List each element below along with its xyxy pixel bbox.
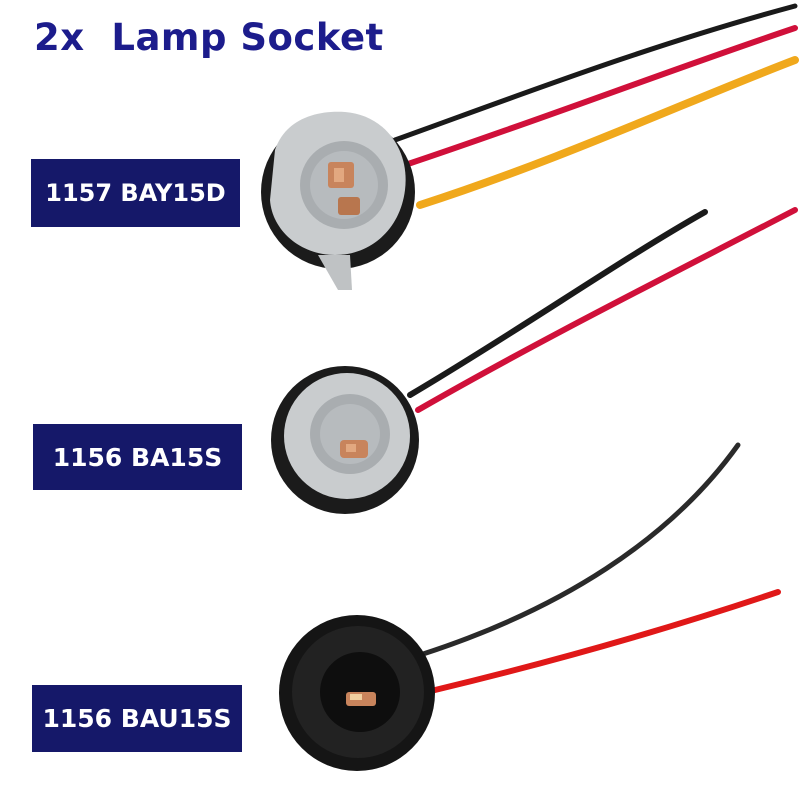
label-1156-ba15s: 1156 BA15S: [33, 424, 242, 490]
socket-3-wires: [417, 442, 781, 693]
wire-yellow: [416, 56, 799, 209]
wire-red: [415, 207, 798, 413]
label-1157-bay15d: 1157 BAY15D: [31, 159, 240, 227]
socket-1156-bau15s: [279, 442, 781, 771]
wire-black: [407, 209, 708, 398]
wire-red: [402, 25, 798, 168]
socket-2-wires: [407, 207, 798, 413]
wire-red: [432, 589, 781, 693]
label-1156-bau15s: 1156 BAU15S: [32, 685, 242, 752]
wire-black: [392, 3, 798, 143]
socket-1156-ba15s: [271, 207, 798, 514]
socket-1157-bay15d: [261, 3, 799, 290]
wire-black: [417, 442, 741, 658]
socket-1-wires: [392, 3, 799, 209]
socket-1-tab: [318, 255, 352, 290]
socket-1-contact-bottom: [338, 197, 360, 215]
page-title: 2x Lamp Socket: [34, 16, 384, 59]
